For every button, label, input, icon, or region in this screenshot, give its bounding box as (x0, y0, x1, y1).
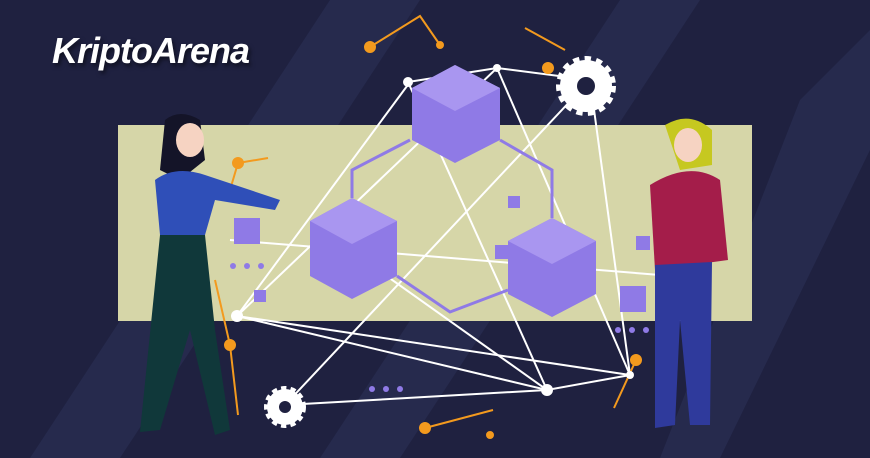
network-nodes (231, 64, 634, 396)
woman-left-figure (140, 114, 280, 435)
blockchain-cubes (234, 65, 650, 317)
kriptoarena-logo: KriptoArena (52, 30, 250, 71)
background-panel (118, 125, 752, 321)
gear-icon (264, 56, 616, 428)
orange-connectors (214, 14, 642, 439)
woman-right-figure (650, 118, 728, 428)
dots (230, 263, 649, 392)
